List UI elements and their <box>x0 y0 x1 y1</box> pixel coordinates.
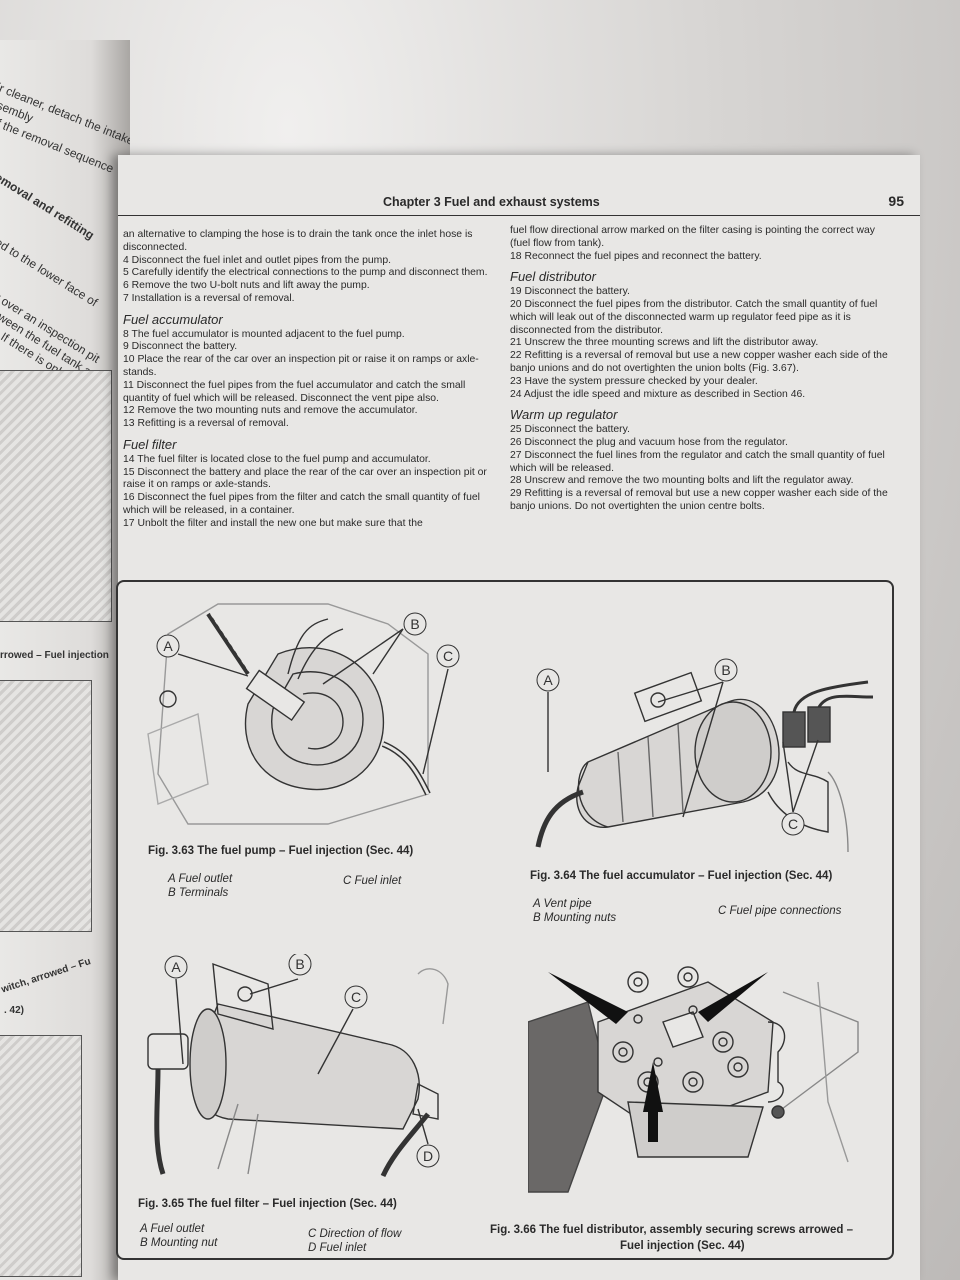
paragraph: 5 Carefully identify the electrical conn… <box>123 267 488 279</box>
paragraph: 22 Refitting is a reversal of removal bu… <box>510 350 888 374</box>
paragraph: 24 Adjust the idle speed and mixture as … <box>510 388 806 400</box>
legend-item: B Mounting nut <box>140 1237 218 1249</box>
page-header: Chapter 3 Fuel and exhaust systems 95 <box>118 193 920 216</box>
manual-page: Chapter 3 Fuel and exhaust systems 95 an… <box>116 155 920 1280</box>
paragraph: 12 Remove the two mounting nuts and remo… <box>123 405 418 417</box>
fig-3-65-legend: A Fuel outlet B Mounting nut <box>140 1222 217 1250</box>
section-heading: Fuel filter <box>123 436 177 452</box>
page-number: 95 <box>888 193 904 209</box>
figure-panel: A B C Fig. 3.63 The fuel pump – Fuel inj… <box>116 580 894 1260</box>
legend-item: A Fuel outlet <box>168 873 233 885</box>
left-facing-page: ir cleaner, detach the intake sembly f t… <box>0 40 130 1280</box>
fig-3-64-caption: Fig. 3.64 The fuel accumulator – Fuel in… <box>530 870 833 882</box>
fig365-label-b: B <box>295 956 304 972</box>
fig-3-63-legend: A Fuel outlet B Terminals <box>168 872 232 900</box>
left-illustration <box>0 1035 82 1277</box>
fig364-label-a: A <box>543 672 553 688</box>
section-heading: Warm up regulator <box>510 407 618 423</box>
paragraph: 15 Disconnect the battery and place the … <box>123 466 487 491</box>
fig363-label-a: A <box>163 638 173 654</box>
section-heading: Fuel accumulator <box>123 311 223 327</box>
paragraph: 7 Installation is a reversal of removal. <box>123 292 295 304</box>
left-fragment: ed to the lower face of <box>0 235 101 310</box>
section-heading: Fuel distributor <box>510 269 596 285</box>
paragraph: 4 Disconnect the fuel inlet and outlet p… <box>123 254 392 266</box>
fig363-label-b: B <box>410 616 419 632</box>
paragraph: 10 Place the rear of the car over an ins… <box>123 354 479 378</box>
paragraph: 11 Disconnect the fuel pipes from the fu… <box>123 379 466 404</box>
legend-item: B Mounting nuts <box>533 912 617 924</box>
paragraph: 14 The fuel filter is located close to t… <box>123 453 431 465</box>
paragraph: 16 Disconnect the fuel pipes from the fi… <box>123 492 480 516</box>
fig364-label-c: C <box>788 816 798 832</box>
left-text-column: an alternative to clamping the hose is t… <box>123 229 488 531</box>
fig-3-65-fuel-filter-drawing: A B C D <box>138 954 468 1179</box>
legend-item: A Fuel outlet <box>140 1223 205 1235</box>
legend-item: C Fuel pipe connections <box>718 905 842 917</box>
legend-item: D Fuel inlet <box>308 1242 367 1254</box>
fig-3-63-caption: Fig. 3.63 The fuel pump – Fuel injection… <box>148 845 414 857</box>
legend-item: C Direction of flow <box>308 1228 402 1240</box>
paragraph: 17 Unbolt the filter and install the new… <box>123 517 423 529</box>
fig365-label-c: C <box>351 989 361 1005</box>
fig364-label-b: B <box>721 662 730 678</box>
legend-item: A Vent pipe <box>533 898 592 910</box>
left-caption-fragment: rrowed – Fuel injection <box>0 650 109 661</box>
left-caption-fragment: . 42) <box>4 1005 25 1016</box>
paragraph: 28 Unscrew and remove the two mounting b… <box>510 475 854 487</box>
paragraph: 23 Have the system pressure checked by y… <box>510 375 758 387</box>
fig-3-64-fuel-accumulator-drawing: A B C <box>528 612 878 857</box>
chapter-title: Chapter 3 Fuel and exhaust systems <box>383 195 600 209</box>
left-illustration <box>0 680 92 932</box>
paragraph: an alternative to clamping the hose is t… <box>123 229 473 253</box>
legend-item: C Fuel inlet <box>343 875 402 887</box>
fig363-label-c: C <box>443 648 453 664</box>
fig-3-65-caption: Fig. 3.65 The fuel filter – Fuel injecti… <box>138 1198 397 1210</box>
legend-item: B Terminals <box>168 887 229 899</box>
fig-3-65-legend-cd: C Direction of flow D Fuel inlet <box>308 1227 401 1255</box>
left-illustration <box>0 370 112 622</box>
paragraph: 29 Refitting is a reversal of removal bu… <box>510 488 888 512</box>
fig-3-63-fuel-pump-drawing: A B C <box>128 594 478 834</box>
fig-3-64-legend-c: C Fuel pipe connections <box>718 904 841 918</box>
paragraph: 13 Refitting is a reversal of removal. <box>123 418 289 430</box>
paragraph: 20 Disconnect the fuel pipes from the di… <box>510 298 878 336</box>
paragraph: 6 Remove the two U-bolt nuts and lift aw… <box>123 280 370 292</box>
paragraph: 8 The fuel accumulator is mounted adjace… <box>123 328 405 340</box>
paragraph: 26 Disconnect the plug and vacuum hose f… <box>510 436 788 448</box>
fig-3-66-caption-line2: Fuel injection (Sec. 44) <box>620 1240 745 1252</box>
paragraph: 25 Disconnect the battery. <box>510 424 630 436</box>
fig365-label-d: D <box>423 1148 433 1164</box>
fig-3-64-legend: A Vent pipe B Mounting nuts <box>533 897 616 925</box>
paragraph: 9 Disconnect the battery. <box>123 341 238 353</box>
paragraph: 21 Unscrew the three mounting screws and… <box>510 337 819 349</box>
fig-3-66-caption-line1: Fig. 3.66 The fuel distributor, assembly… <box>490 1224 854 1236</box>
left-caption-fragment: witch, arrowed – Fu <box>0 956 93 996</box>
left-heading-fragment: emoval and refitting <box>0 170 97 243</box>
fig-3-66-fuel-distributor-drawing <box>528 962 878 1202</box>
paragraph: 27 Disconnect the fuel lines from the re… <box>510 449 885 474</box>
fig-3-63-legend-c: C Fuel inlet <box>343 874 401 888</box>
right-text-column: fuel flow directional arrow marked on th… <box>510 225 888 514</box>
paragraph: fuel flow directional arrow marked on th… <box>510 225 875 249</box>
fig365-label-a: A <box>171 959 181 975</box>
paragraph: 19 Disconnect the battery. <box>510 286 630 298</box>
paragraph: 18 Reconnect the fuel pipes and reconnec… <box>510 250 762 262</box>
